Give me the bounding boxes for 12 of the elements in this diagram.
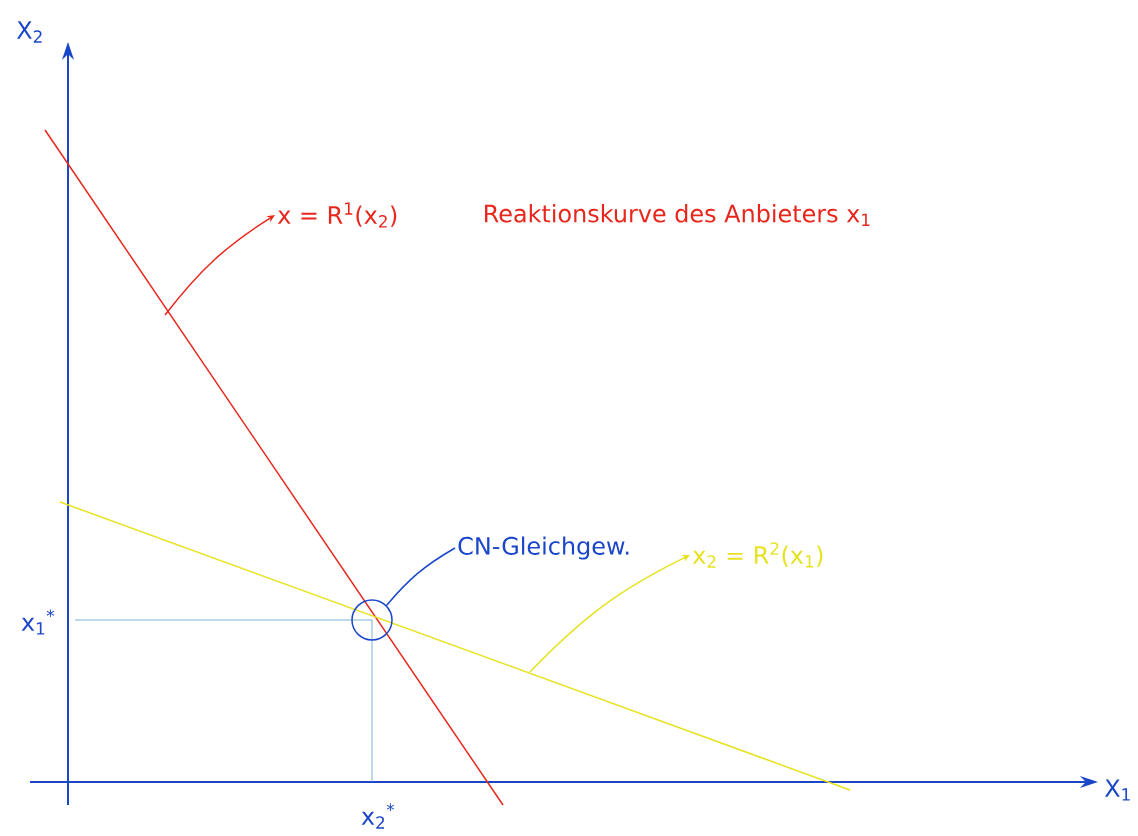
axis-label: x$_{2}$* <box>361 803 395 829</box>
leader-line <box>529 555 690 673</box>
leader-line <box>164 215 275 316</box>
curve-label: x = R$^{1}$(x$_{2}$) <box>277 202 397 228</box>
curve-label: x$_{2}$ = R$^{2}$(x$_{1}$) <box>692 542 823 568</box>
axis-label: x$_{1}$* <box>21 609 55 635</box>
axis-label: X$_{1}$ <box>1104 779 1130 801</box>
leader-line <box>385 547 456 607</box>
equilibrium-circle <box>351 599 393 641</box>
curve-description: Reaktionskurve des Anbieters x$_{1}$ <box>485 204 870 226</box>
axis-label: X$_{2}$ <box>16 21 42 43</box>
equilibrium-label: CN-Gleichgew. <box>458 536 629 560</box>
